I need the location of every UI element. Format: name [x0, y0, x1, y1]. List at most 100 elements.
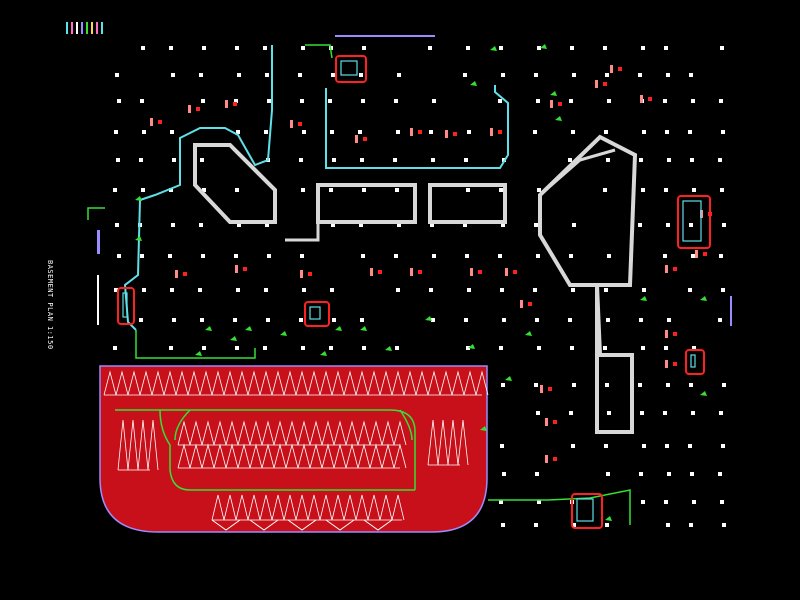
column-marker — [267, 254, 271, 258]
equipment-symbol — [135, 196, 142, 201]
bay-row-mid-a — [333, 420, 347, 446]
column-marker — [691, 254, 695, 258]
column-marker — [169, 188, 173, 192]
note-dot — [548, 387, 552, 391]
bay-door — [363, 519, 393, 531]
bay-row-mid-b — [201, 443, 215, 469]
note-dot — [233, 102, 237, 106]
column-marker — [362, 188, 366, 192]
column-marker — [718, 472, 722, 476]
equipment-symbol — [335, 326, 342, 331]
column-marker — [464, 158, 468, 162]
equipment-symbol — [640, 296, 647, 301]
note-dot — [553, 420, 557, 424]
column-marker — [332, 318, 336, 322]
note-dot — [298, 122, 302, 126]
equipment-symbol — [360, 326, 367, 331]
column-marker — [718, 158, 722, 162]
column-marker — [720, 188, 724, 192]
note-tag — [595, 80, 598, 88]
note-dot — [673, 362, 677, 366]
note-tag — [235, 265, 238, 273]
equipment-symbol — [468, 344, 475, 349]
column-marker — [394, 254, 398, 258]
column-marker — [394, 99, 398, 103]
column-marker — [667, 158, 671, 162]
bay-row-bottom — [379, 494, 393, 521]
column-marker — [139, 158, 143, 162]
bay-row-bottom — [307, 494, 321, 521]
column-marker — [199, 223, 203, 227]
bay-row-mid-b — [177, 443, 191, 469]
bay-row-mid-a — [345, 420, 359, 446]
column-marker — [201, 254, 205, 258]
room-equipment — [309, 306, 321, 320]
column-marker — [691, 99, 695, 103]
column-marker — [169, 346, 173, 350]
bay-row-mid-b — [357, 443, 371, 469]
column-marker — [463, 223, 467, 227]
core-wall-center-a — [316, 183, 417, 224]
column-marker — [498, 254, 502, 258]
bay-row-top — [199, 370, 213, 396]
bay-row-top — [355, 370, 369, 396]
column-marker — [498, 99, 502, 103]
column-marker — [690, 158, 694, 162]
note-dot — [418, 130, 422, 134]
side-bar-right — [730, 296, 732, 326]
column-marker — [463, 73, 467, 77]
note-tag — [470, 268, 473, 276]
column-marker — [202, 188, 206, 192]
bay-row-mid-a — [369, 420, 383, 446]
bay-row-mid-b — [213, 443, 227, 469]
equipment-symbol — [425, 316, 432, 321]
parking-bay-stripes — [103, 370, 489, 531]
note-dot — [558, 102, 562, 106]
column-marker — [688, 288, 692, 292]
bay-row-top — [259, 370, 273, 396]
column-marker — [301, 346, 305, 350]
column-marker — [719, 411, 723, 415]
column-marker — [721, 130, 725, 134]
bay-row-bottom — [343, 494, 357, 521]
column-marker — [139, 318, 143, 322]
column-marker — [720, 500, 724, 504]
equipment-symbol — [555, 116, 562, 121]
column-marker — [607, 254, 611, 258]
equipment-symbol — [700, 391, 707, 396]
column-marker — [692, 188, 696, 192]
bay-row-east — [447, 419, 459, 466]
column-marker — [499, 500, 503, 504]
cyan-boundary-top — [123, 45, 273, 331]
green-connector-right — [488, 489, 631, 525]
note-tag — [545, 455, 548, 463]
column-marker — [664, 346, 668, 350]
side-bar-left-top — [97, 230, 100, 254]
bay-row-mid-b — [297, 443, 311, 469]
column-marker — [172, 158, 176, 162]
bay-row-top — [127, 370, 141, 396]
column-marker — [663, 99, 667, 103]
column-marker — [200, 158, 204, 162]
note-dot — [703, 252, 707, 256]
column-marker — [302, 130, 306, 134]
column-marker — [202, 46, 206, 50]
bay-row-mid-a — [213, 420, 227, 446]
column-marker — [358, 130, 362, 134]
column-marker — [199, 73, 203, 77]
bay-row-east — [427, 419, 439, 466]
note-tag — [540, 385, 543, 393]
column-marker — [605, 383, 609, 387]
bay-row-top — [403, 370, 417, 396]
column-marker — [502, 318, 506, 322]
column-marker — [501, 383, 505, 387]
parking-zone[interactable] — [99, 365, 489, 533]
column-marker — [572, 223, 576, 227]
highlight-room — [571, 493, 603, 529]
column-marker — [465, 254, 469, 258]
column-marker — [265, 73, 269, 77]
bay-row-top — [475, 370, 489, 396]
column-marker — [570, 46, 574, 50]
column-marker — [396, 130, 400, 134]
